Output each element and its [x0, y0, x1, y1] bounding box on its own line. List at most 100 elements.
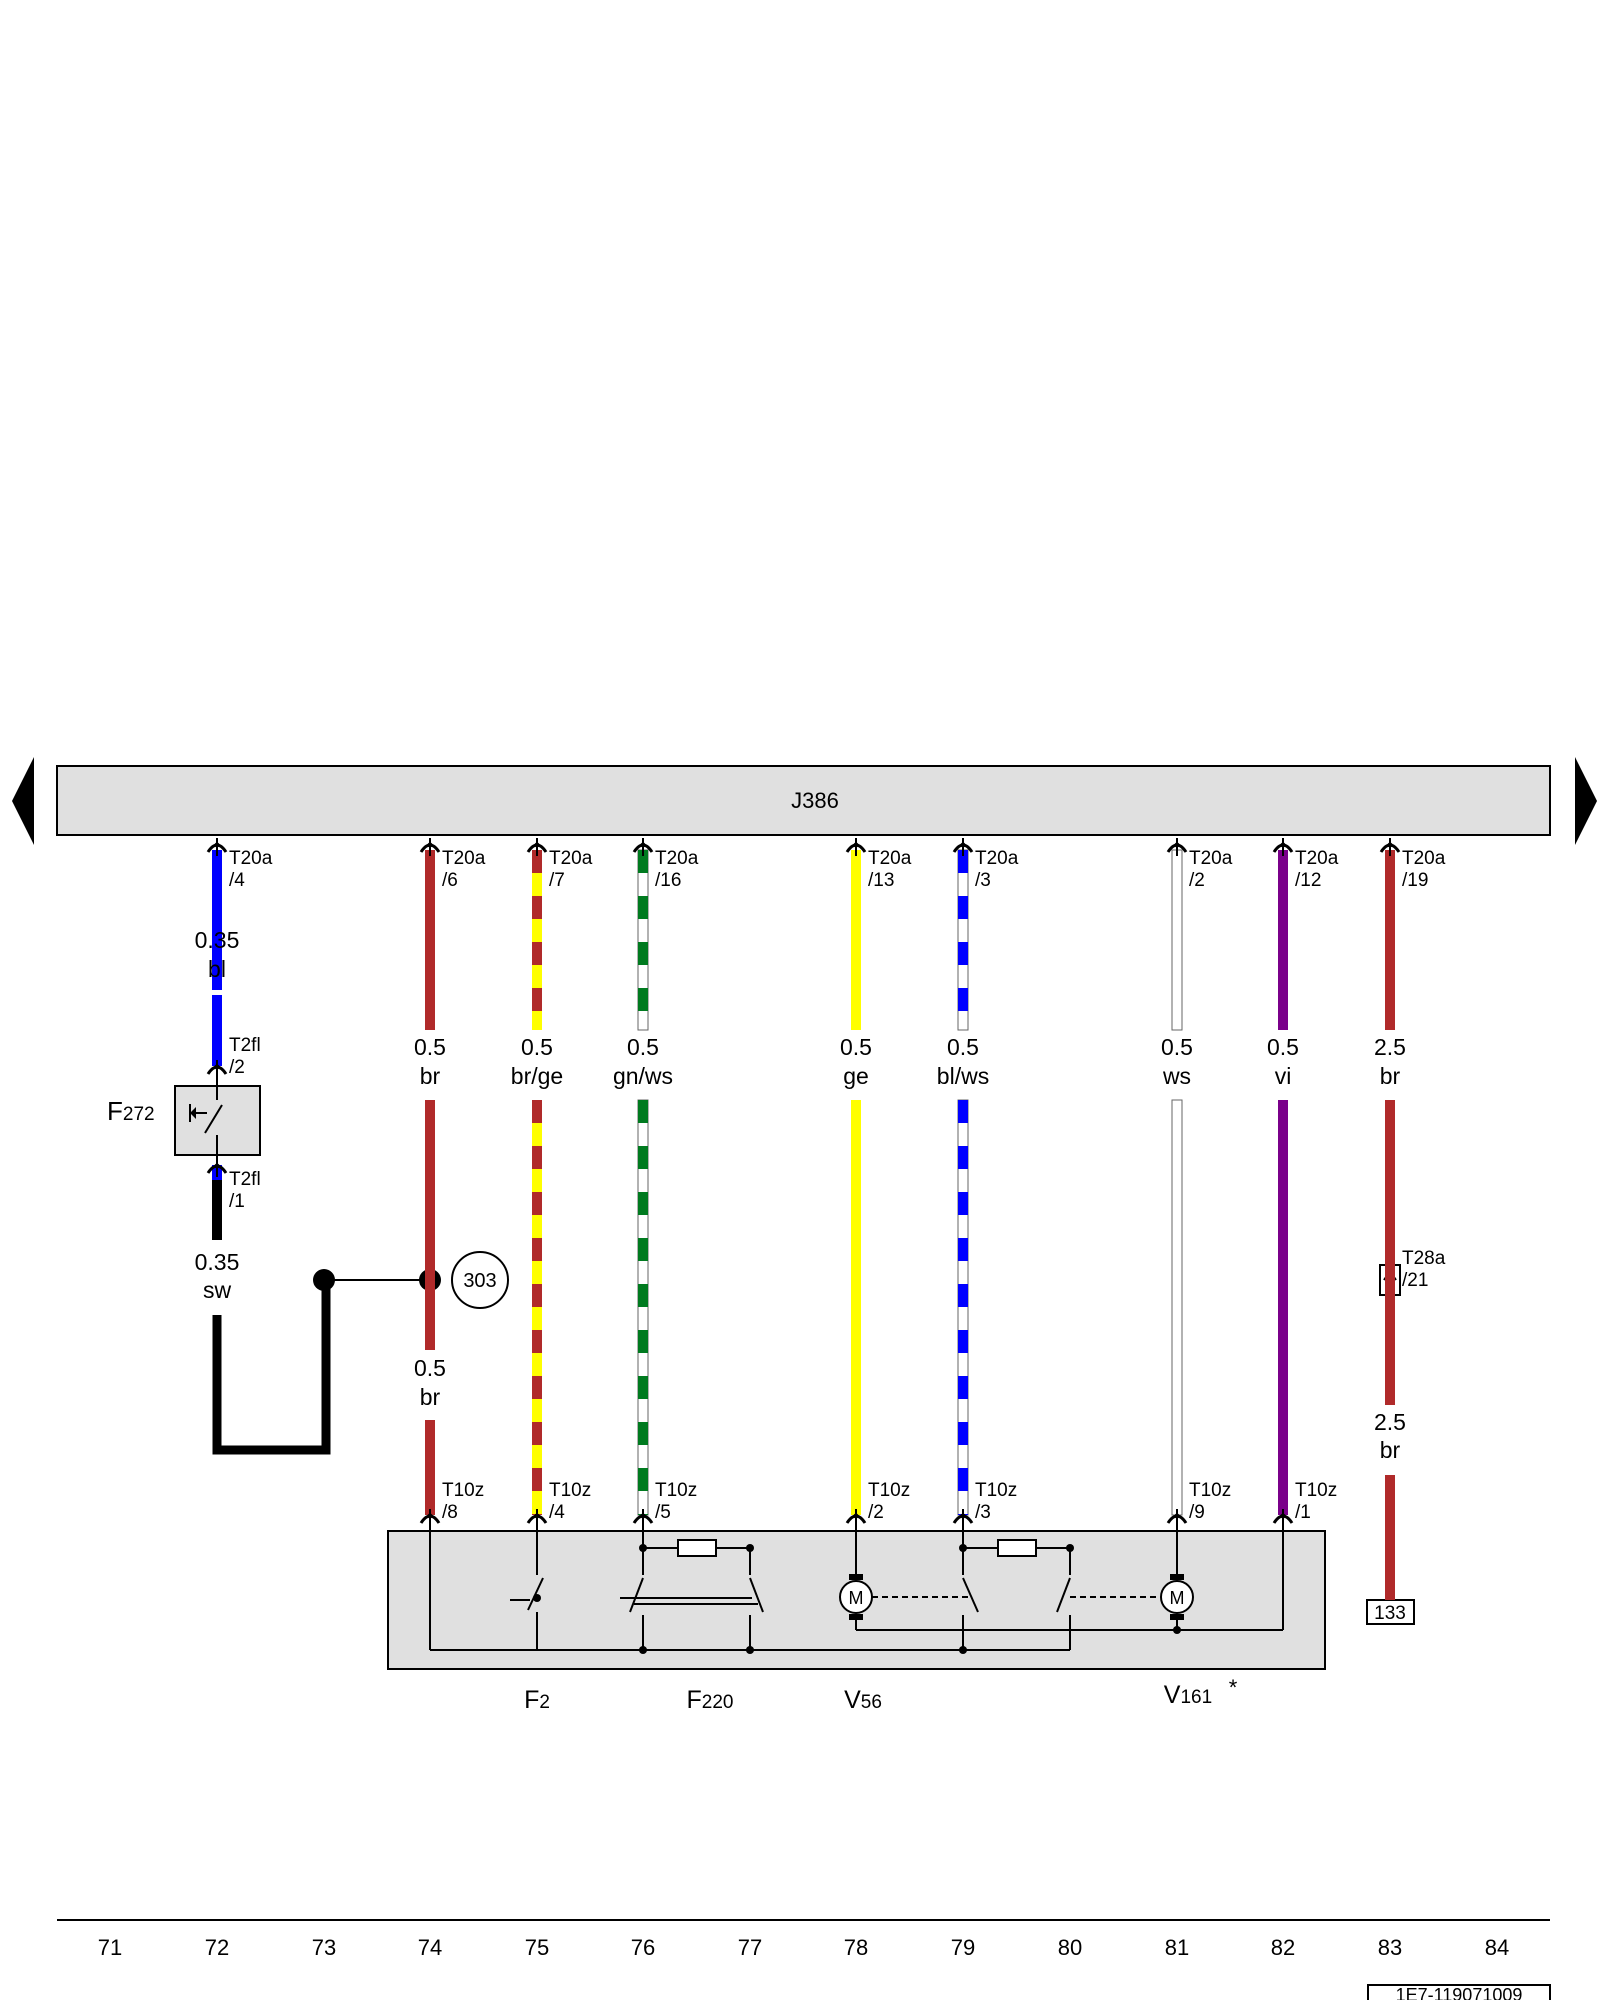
wire-78-top-pin: /13 — [868, 870, 894, 891]
connector-socket-top-78 — [845, 838, 867, 856]
wire-82-color-code: vi — [1275, 1063, 1292, 1089]
wire-83-segment — [1385, 1475, 1395, 1600]
bottom-pin-81-conn: T10z — [1189, 1480, 1231, 1501]
column-number: 77 — [738, 1935, 762, 1960]
wire-81-segment — [1171, 849, 1183, 1031]
column-number: 75 — [525, 1935, 549, 1960]
triangle-right-icon[interactable] — [1575, 757, 1597, 845]
f272-label: F272 — [107, 1096, 155, 1126]
f272-pin-top-conn: T2fl — [229, 1035, 261, 1056]
junction-point — [313, 1269, 335, 1291]
column-number: 83 — [1378, 1935, 1402, 1960]
ground-ref-circle — [451, 1251, 509, 1309]
connector-socket-top-81 — [1166, 838, 1188, 856]
f272-pin-top: /2 — [229, 1057, 245, 1078]
wire-75-segment — [532, 1100, 542, 1515]
wire-78-top-conn: T20a — [868, 848, 912, 869]
component-label-v56: V56 — [844, 1686, 882, 1714]
wire-81-top-pin: /2 — [1189, 870, 1205, 891]
wire-82-segment — [1278, 1100, 1288, 1515]
connector-socket-bottom-81 — [1166, 1509, 1188, 1527]
wire-83-size: 2.5 — [1374, 1034, 1406, 1060]
wire-78-segment — [851, 1100, 861, 1515]
t28a-conn-label: T28a — [1402, 1248, 1446, 1269]
wire-74-segment — [425, 850, 435, 1030]
ground-loop — [212, 1269, 441, 1455]
wire-82-size: 0.5 — [1267, 1034, 1299, 1060]
bottom-pin-81-pin: /9 — [1189, 1502, 1205, 1523]
f272-socket-bottom — [206, 1159, 228, 1177]
triangle-left-icon[interactable] — [12, 757, 34, 845]
component-label-f2: F2 — [524, 1686, 550, 1714]
wire-83-top-conn: T20a — [1402, 848, 1446, 869]
wire-75-size: 0.5 — [521, 1034, 553, 1060]
wire-81-segment — [1171, 1099, 1183, 1516]
wire-79-segment — [957, 1099, 969, 1516]
wire-72-lower-segment — [212, 1180, 222, 1240]
connector-socket-bottom-75 — [526, 1509, 548, 1527]
f272-switch — [174, 1066, 261, 1165]
column-number: 79 — [951, 1935, 975, 1960]
wire-79-color-code: bl/ws — [937, 1063, 989, 1089]
wire-81-color-code: ws — [1162, 1063, 1191, 1089]
wire-75-color-code: br/ge — [511, 1063, 563, 1089]
wire-82-segment — [1278, 850, 1288, 1030]
wire-74-size: 0.5 — [414, 1034, 446, 1060]
wire-76-segment — [637, 849, 649, 1031]
wire-76-size: 0.5 — [627, 1034, 659, 1060]
bottom-pin-82-pin: /1 — [1295, 1502, 1311, 1523]
wire-81-top-conn: T20a — [1189, 848, 1233, 869]
f272-pin-bottom: /1 — [229, 1191, 245, 1212]
column-number: 80 — [1058, 1935, 1082, 1960]
ref-box-133-label: 133 — [1374, 1603, 1406, 1624]
control-unit-label: J386 — [791, 788, 839, 813]
wire-83-lower-size: 2.5 — [1374, 1409, 1406, 1435]
component-label-v161: V161 — [1164, 1681, 1212, 1709]
doc-code-box — [1367, 1984, 1551, 2000]
wire-79-size: 0.5 — [947, 1034, 979, 1060]
wire-83-color-code: br — [1380, 1063, 1401, 1089]
bottom-pin-76-pin: /5 — [655, 1502, 671, 1523]
wire-74-segment — [425, 1420, 435, 1515]
column-number: 76 — [631, 1935, 655, 1960]
labels-layer: T20a/40.35blT20a/60.5brT20a/70.5br/geT20… — [195, 848, 1446, 1523]
f272-pin-bottom-conn: T2fl — [229, 1169, 261, 1190]
column-number: 84 — [1485, 1935, 1509, 1960]
column-number: 72 — [205, 1935, 229, 1960]
wire-78-size: 0.5 — [840, 1034, 872, 1060]
bottom-pin-76-conn: T10z — [655, 1480, 697, 1501]
column-number: 74 — [418, 1935, 442, 1960]
connector-socket-bottom-76 — [632, 1509, 654, 1527]
wire-72-segment — [212, 995, 222, 1066]
wire-79-top-pin: /3 — [975, 870, 991, 891]
wire-79-segment — [957, 849, 969, 1031]
bottom-pin-74-conn: T10z — [442, 1480, 484, 1501]
wire-76-segment — [637, 1099, 649, 1516]
bottom-pin-78-pin: /2 — [868, 1502, 884, 1523]
connector-socket-top-72 — [206, 838, 228, 856]
t28a-pin-label: /21 — [1402, 1270, 1428, 1291]
wire-74-lower-color: br — [420, 1384, 441, 1410]
column-number: 71 — [98, 1935, 122, 1960]
wire-75-top-conn: T20a — [549, 848, 593, 869]
wire-82-top-pin: /12 — [1295, 870, 1321, 891]
f272-wire-size: 0.35 — [195, 1249, 240, 1275]
wire-81-size: 0.5 — [1161, 1034, 1193, 1060]
bottom-pin-74-pin: /8 — [442, 1502, 458, 1523]
column-number: 81 — [1165, 1935, 1189, 1960]
connector-socket-bottom-82 — [1272, 1509, 1294, 1527]
motor-v161: M — [1160, 1574, 1194, 1620]
wire-83-segment — [1385, 850, 1395, 1030]
wire-75-segment — [532, 850, 542, 1030]
column-number: 82 — [1271, 1935, 1295, 1960]
bottom-pin-82-conn: T10z — [1295, 1480, 1337, 1501]
column-number: 73 — [312, 1935, 336, 1960]
wire-74-segment — [425, 1100, 435, 1350]
assembly-junction-dots — [533, 1544, 1181, 1654]
wire-79-top-conn: T20a — [975, 848, 1019, 869]
wire-75-top-pin: /7 — [549, 870, 565, 891]
wire-74-top-conn: T20a — [442, 848, 486, 869]
connector-socket-bottom-78 — [845, 1509, 867, 1527]
